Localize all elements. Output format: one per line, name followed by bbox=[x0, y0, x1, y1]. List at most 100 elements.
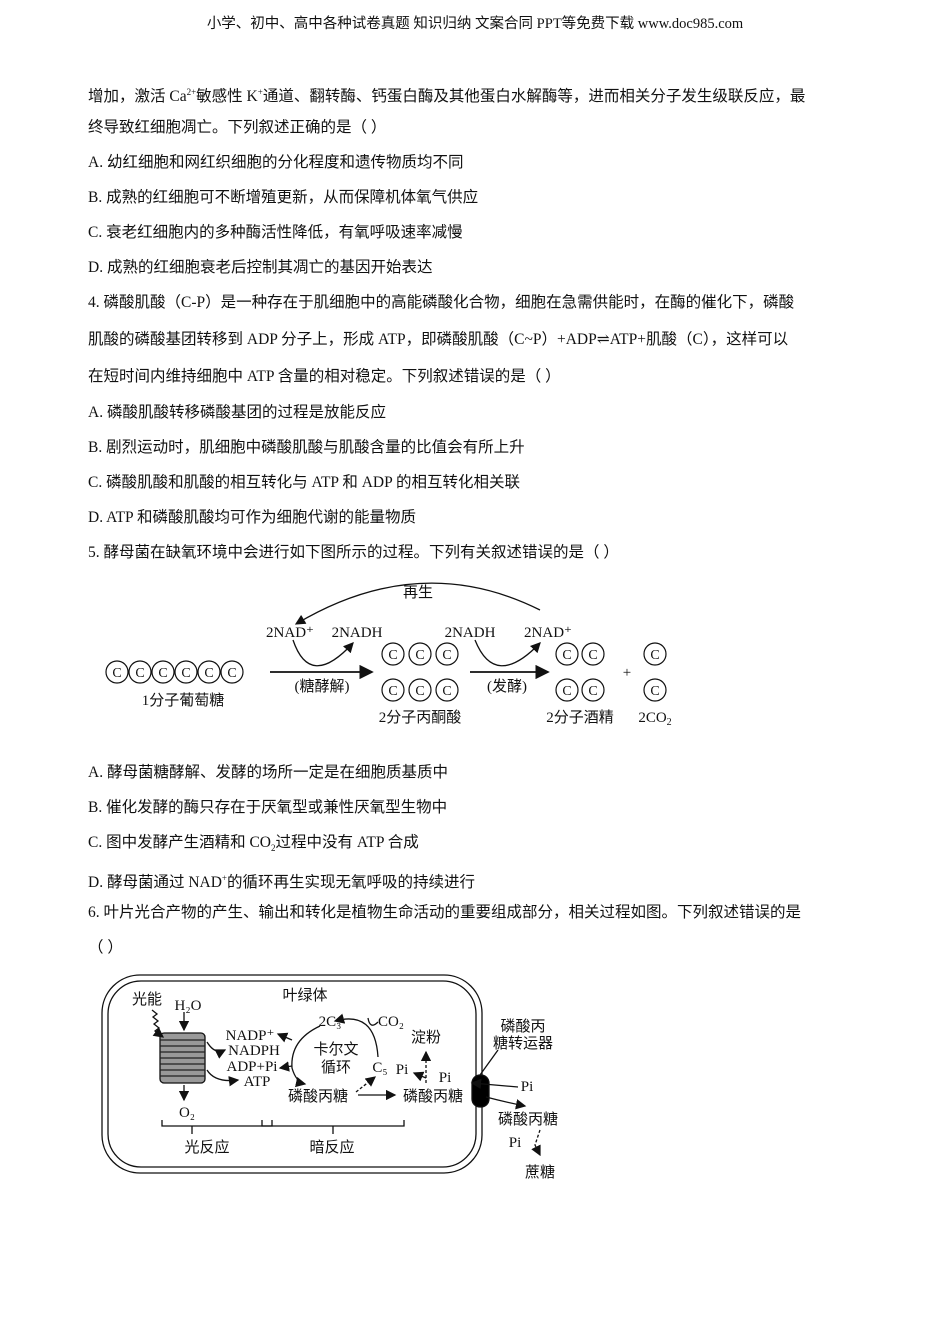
carbon-atom-label: C bbox=[442, 648, 451, 663]
cell-outer-wall bbox=[101, 974, 483, 1174]
carbon-atom-label: C bbox=[227, 666, 236, 681]
transporter-label: 糖转运器 bbox=[493, 1035, 553, 1052]
calvin-label: 卡尔文 bbox=[313, 1041, 358, 1058]
pi-label: Pi bbox=[509, 1135, 522, 1151]
pi-import-arrow bbox=[470, 1078, 519, 1089]
nadp-arrow bbox=[276, 1032, 293, 1043]
carbon-atom-label: C bbox=[181, 666, 190, 681]
q3-option-a: A. 幼红细胞和网红织细胞的分化程度和遗传物质均不同 bbox=[88, 154, 464, 171]
regeneration-arrow bbox=[294, 582, 541, 625]
q3-option-d: D. 成熟的红细胞衰老后控制其凋亡的基因开始表达 bbox=[88, 259, 433, 276]
regen-label: 再生 bbox=[403, 584, 433, 601]
carbon-atom-circle bbox=[197, 660, 221, 684]
carbon-atom-circle bbox=[581, 678, 605, 702]
nadh-label: 2NADH bbox=[445, 625, 496, 641]
o2-label: O₂ bbox=[179, 1105, 195, 1121]
light-reaction-label: 光反应 bbox=[184, 1138, 229, 1156]
q4-line2: 肌酸的磷酸基团转移到 ADP 分子上，形成 ATP，即磷酸肌酸（C~P）+ADP… bbox=[88, 331, 789, 348]
q4-line1: 4. 磷酸肌酸（C-P）是一种存在于肌细胞中的高能磷酸化合物，细胞在急需供能时，… bbox=[88, 294, 795, 311]
carbon-atom-circle bbox=[151, 660, 175, 684]
calvin-arc-c5-c3 bbox=[333, 1013, 379, 1058]
triose-phosphate-label: 磷酸丙糖 bbox=[498, 1111, 558, 1128]
carbon-atom-circle bbox=[555, 678, 579, 702]
carbon-atom-circle bbox=[381, 678, 405, 702]
q5-option-b: B. 催化发酵的酶只存在于厌氧型或兼性厌氧型生物中 bbox=[88, 799, 448, 816]
carbon-atom-circle bbox=[435, 678, 459, 702]
chloroplast-label: 叶绿体 bbox=[282, 987, 327, 1004]
adp-label: ADP+Pi bbox=[227, 1059, 278, 1075]
thylakoid-stack-icon bbox=[159, 1032, 206, 1084]
fermentation-nad-arrow bbox=[474, 639, 541, 667]
carbon-atom-label: C bbox=[562, 684, 571, 699]
sucrose-arrow bbox=[531, 1129, 541, 1157]
fermentation-diagram bbox=[270, 582, 550, 680]
co2-arrow bbox=[367, 1017, 379, 1026]
carbon-atom-label: C bbox=[415, 684, 424, 699]
c3-label: 2C₃ bbox=[319, 1014, 342, 1030]
carbon-atom-circle bbox=[643, 678, 667, 702]
tp-export-arrow bbox=[485, 1096, 527, 1110]
light-reaction-bracket bbox=[161, 1120, 273, 1134]
carbon-atom-circle bbox=[174, 660, 198, 684]
pyruvate-label: 2分子丙酮酸 bbox=[379, 709, 462, 726]
carbon-atom-circle bbox=[128, 660, 152, 684]
glycolysis-label: (糖酵解) bbox=[295, 678, 350, 695]
q3-option-b: B. 成熟的红细胞可不断增殖更新，从而保障机体氧气供应 bbox=[88, 189, 479, 206]
pi-label: Pi bbox=[439, 1070, 452, 1086]
starch-label: 淀粉 bbox=[411, 1029, 441, 1046]
q4-option-a: A. 磷酸肌酸转移磷酸基团的过程是放能反应 bbox=[88, 404, 386, 421]
light-energy-arrow bbox=[151, 1009, 165, 1038]
pi-label: Pi bbox=[396, 1062, 409, 1078]
pi-release-arrow bbox=[412, 1071, 427, 1082]
nadp-label: NADP⁺ bbox=[226, 1028, 275, 1044]
co2-label: 2CO2 bbox=[638, 710, 671, 728]
transporter-pointer bbox=[479, 1049, 499, 1076]
q4-option-c: C. 磷酸肌酸和肌酸的相互转化与 ATP 和 ADP 的相互转化相关联 bbox=[88, 474, 521, 491]
q6-answer-paren: （ ） bbox=[88, 939, 123, 956]
carbon-atom-label: C bbox=[204, 666, 213, 681]
transporter-icon bbox=[471, 1074, 490, 1108]
q6-stem: 6. 叶片光合产物的产生、输出和转化是植物生命活动的重要组成部分，相关过程如图。… bbox=[88, 904, 802, 921]
nad-label: 2NAD⁺ bbox=[524, 625, 572, 641]
nad-label: 2NAD⁺ bbox=[266, 625, 314, 641]
dark-reaction-label: 暗反应 bbox=[309, 1138, 354, 1156]
triose-phosphate-label: 磷酸丙糖 bbox=[288, 1088, 348, 1105]
carbon-atom-label: C bbox=[158, 666, 167, 681]
carbon-atom-label: C bbox=[388, 648, 397, 663]
atp-label: ATP bbox=[244, 1074, 271, 1090]
carbon-atom-circle bbox=[408, 678, 432, 702]
q5-stem: 5. 酵母菌在缺氧环境中会进行如下图所示的过程。下列有关叙述错误的是（ ） bbox=[88, 544, 619, 561]
nadh-label: 2NADH bbox=[332, 625, 383, 641]
q3-line1: 增加，激活 Ca2+敏感性 K+通道、翻转酶、钙蛋白酶及其他蛋白水解酶等，进而相… bbox=[88, 87, 806, 106]
carbon-atom-label: C bbox=[588, 648, 597, 663]
carbon-atom-circle bbox=[555, 642, 579, 666]
q5-option-a: A. 酵母菌糖酵解、发酵的场所一定是在细胞质基质中 bbox=[88, 764, 448, 781]
carbon-atom-label: C bbox=[650, 684, 659, 699]
carbon-atom-label: C bbox=[588, 684, 597, 699]
sucrose-label: 蔗糖 bbox=[525, 1164, 555, 1181]
q4-option-b: B. 剧烈运动时，肌细胞中磷酸肌酸与肌酸含量的比值会有所上升 bbox=[88, 439, 525, 456]
carbon-atom-circle bbox=[643, 642, 667, 666]
q4-option-d: D. ATP 和磷酸肌酸均可作为细胞代谢的能量物质 bbox=[88, 509, 416, 526]
adp-arrow bbox=[278, 1061, 293, 1072]
nadph-label: NADPH bbox=[228, 1043, 280, 1059]
q3-line2: 终导致红细胞凋亡。下列叙述正确的是（ ） bbox=[88, 119, 387, 136]
triose-phosphate-label: 磷酸丙糖 bbox=[403, 1088, 463, 1105]
carbon-atom-circle bbox=[381, 642, 405, 666]
h2o-label: H₂O bbox=[175, 998, 202, 1014]
transporter-label: 磷酸丙 bbox=[500, 1018, 545, 1035]
fermentation-labels: 再生 2NAD⁺ 2NADH 2NADH 2NAD⁺ (糖酵解) (发酵) 1分… bbox=[142, 584, 672, 728]
page-header: 小学、初中、高中各种试卷真题 知识归纳 文案合同 PPT等免费下载 www.do… bbox=[206, 16, 744, 32]
nadph-arrow bbox=[206, 1041, 227, 1059]
fermentation-label: (发酵) bbox=[487, 678, 527, 695]
tp-to-c5-arrow bbox=[355, 1076, 377, 1093]
plus-sign: + bbox=[623, 665, 631, 681]
carbon-atom-circle bbox=[435, 642, 459, 666]
co2-label: CO₂ bbox=[378, 1014, 404, 1030]
q3-option-c: C. 衰老红细胞内的多种酶活性降低，有氧呼吸速率减慢 bbox=[88, 224, 463, 241]
calvin-arc-c3-tp bbox=[291, 1025, 321, 1088]
carbon-atom-label: C bbox=[415, 648, 424, 663]
photosynthesis-diagram bbox=[101, 974, 541, 1174]
